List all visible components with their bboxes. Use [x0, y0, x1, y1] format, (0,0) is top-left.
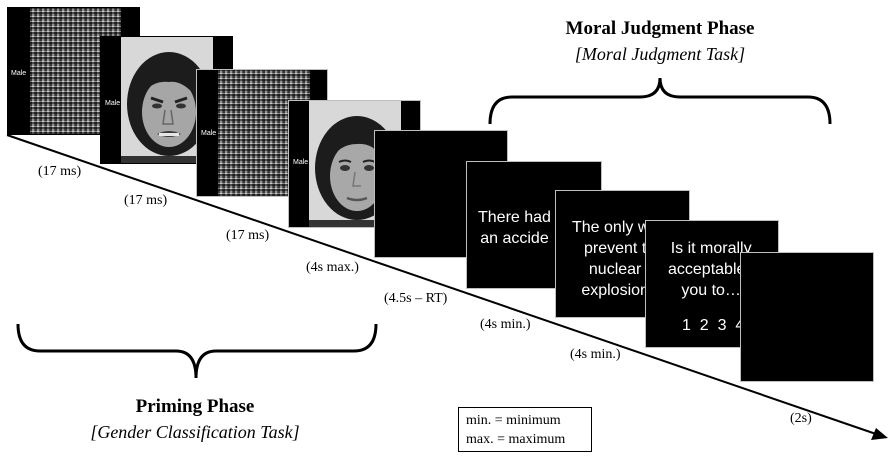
- priming-phase-subtitle: [Gender Classification Task]: [90, 422, 300, 442]
- timing-label-3: (17 ms): [226, 228, 270, 243]
- abbreviation-legend: min. = minimum max. = maximum: [458, 407, 592, 452]
- moral-phase-brace: [488, 77, 832, 125]
- legend-min: min. = minimum: [466, 413, 561, 428]
- scenario-text: There had an accide: [478, 209, 551, 247]
- question-text: Is it morally acceptable t you to…: [668, 240, 754, 299]
- timing-label-5: (4.5s – RT): [384, 291, 448, 306]
- priming-phase-title: Priming Phase: [135, 396, 255, 417]
- timing-label-8: (2s): [790, 411, 812, 426]
- blank-frame-2: [740, 252, 874, 382]
- disgust-face-icon: [121, 52, 215, 163]
- timing-label-1: (17 ms): [38, 164, 82, 179]
- timing-label-2: (17 ms): [124, 193, 168, 208]
- priming-phase-brace: [16, 323, 378, 379]
- legend-max: max. = maximum: [466, 432, 566, 447]
- male-label: Male: [11, 70, 27, 77]
- timing-label-6: (4s min.): [480, 317, 531, 332]
- male-label: Male: [105, 100, 121, 107]
- male-label: Male: [293, 159, 309, 166]
- moral-phase-title: Moral Judgment Phase: [565, 18, 755, 39]
- male-label: Male: [201, 130, 217, 137]
- rating-scale: 1 2 3 4: [682, 317, 745, 334]
- timing-label-4: (4s max.): [306, 260, 359, 275]
- moral-phase-subtitle: [Moral Judgment Task]: [574, 44, 746, 64]
- timeline-arrow: [6, 134, 888, 440]
- timing-label-7: (4s min.): [570, 347, 621, 362]
